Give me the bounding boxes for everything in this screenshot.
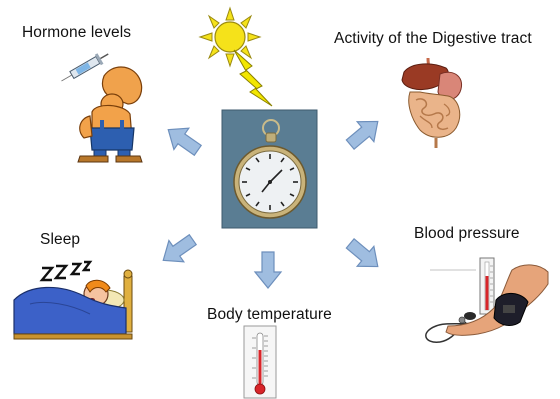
blood-pressure-cuff-icon: [426, 258, 548, 342]
digestive-tract-icon: [402, 58, 462, 148]
muscle-man-syringe-icon: [58, 49, 142, 162]
thermometer-icon: [244, 326, 276, 398]
arrow-to-sleep: [156, 229, 200, 271]
sun-icon: [200, 8, 260, 66]
arrow-to-hormone: [161, 119, 205, 161]
arrow-to-body-temperature: [255, 252, 281, 288]
pocket-watch-icon: [222, 110, 317, 228]
lightning-bolt-icon: [234, 50, 272, 106]
arrow-to-digestive: [342, 111, 386, 154]
arrow-to-blood-pressure: [342, 233, 386, 276]
sleeping-person-icon: [14, 262, 132, 339]
